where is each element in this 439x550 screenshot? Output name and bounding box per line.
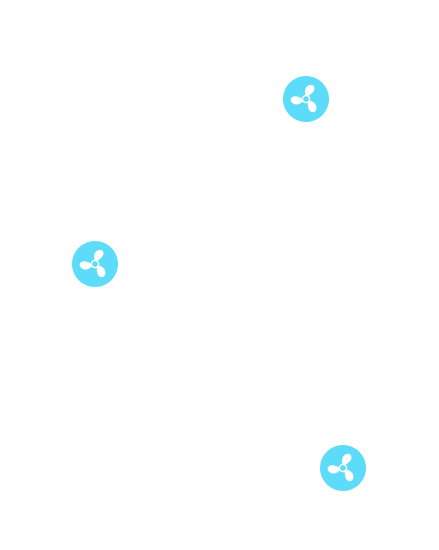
fan-button-2[interactable]	[72, 241, 118, 287]
fan-button-3[interactable]	[320, 445, 366, 491]
fan-icon	[72, 241, 118, 287]
fan-icon	[283, 76, 329, 122]
fan-icon	[320, 445, 366, 491]
fan-button-1[interactable]	[283, 76, 329, 122]
